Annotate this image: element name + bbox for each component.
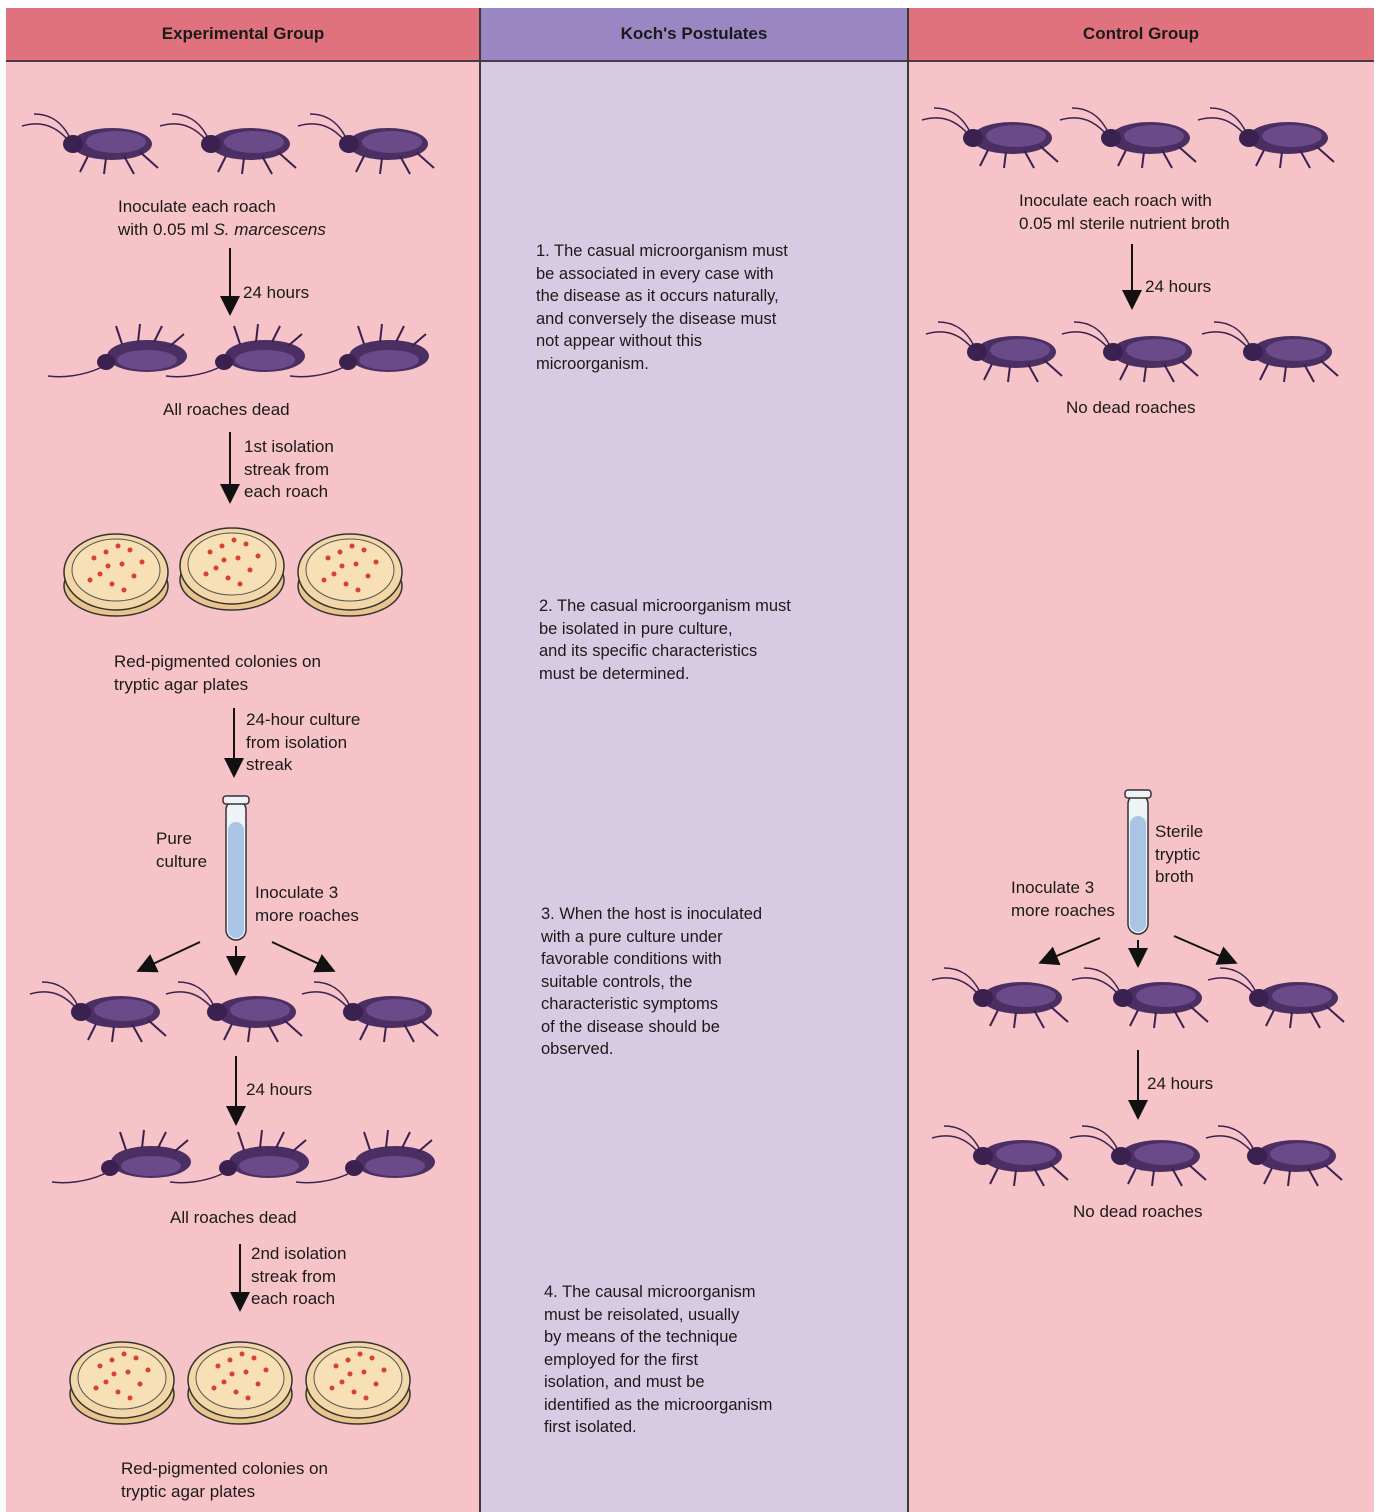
control-group-header: Control Group	[908, 8, 1374, 62]
exp-inoculate-label: Inoculate each roach with 0.05 ml S. mar…	[118, 196, 326, 241]
exp-colonies-label-1: Red-pigmented colonies on tryptic agar p…	[114, 651, 321, 696]
column-divider-left	[479, 8, 481, 1512]
ctrl-no-dead-label-1: No dead roaches	[1066, 397, 1195, 420]
koch-postulate-3: 3. When the host is inoculated with a pu…	[541, 903, 762, 1061]
exp-isolation-label-2: 2nd isolation streak from each roach	[251, 1243, 346, 1311]
ctrl-hours-label-2: 24 hours	[1147, 1073, 1213, 1096]
exp-colonies-label-2: Red-pigmented colonies on tryptic agar p…	[121, 1458, 328, 1503]
ctrl-no-dead-label-2: No dead roaches	[1073, 1201, 1202, 1224]
exp-hours-label-2: 24 hours	[246, 1079, 312, 1102]
kochs-postulates-header: Koch's Postulates	[480, 8, 908, 62]
experimental-group-header: Experimental Group	[6, 8, 480, 62]
koch-postulate-4: 4. The causal microorganism must be reis…	[544, 1281, 772, 1439]
koch-postulate-1: 1. The casual microorganism must be asso…	[536, 240, 788, 375]
ctrl-inoculate-3-label: Inoculate 3 more roaches	[1011, 877, 1115, 922]
ctrl-inoculate-label: Inoculate each roach with 0.05 ml steril…	[1019, 190, 1230, 235]
ctrl-hours-label-1: 24 hours	[1145, 276, 1211, 299]
koch-postulate-2: 2. The casual microorganism must be isol…	[539, 595, 791, 685]
column-divider-right	[907, 8, 909, 1512]
exp-inoculate-3-label: Inoculate 3 more roaches	[255, 882, 359, 927]
exp-hours-label-1: 24 hours	[243, 282, 309, 305]
exp-isolation-label-1: 1st isolation streak from each roach	[244, 436, 334, 504]
exp-culture-label: 24-hour culture from isolation streak	[246, 709, 360, 777]
exp-dead-label-2: All roaches dead	[170, 1207, 297, 1230]
exp-pure-culture-label: Pure culture	[156, 828, 207, 873]
ctrl-sterile-broth-label: Sterile tryptic broth	[1155, 821, 1203, 889]
exp-dead-label-1: All roaches dead	[163, 399, 290, 422]
